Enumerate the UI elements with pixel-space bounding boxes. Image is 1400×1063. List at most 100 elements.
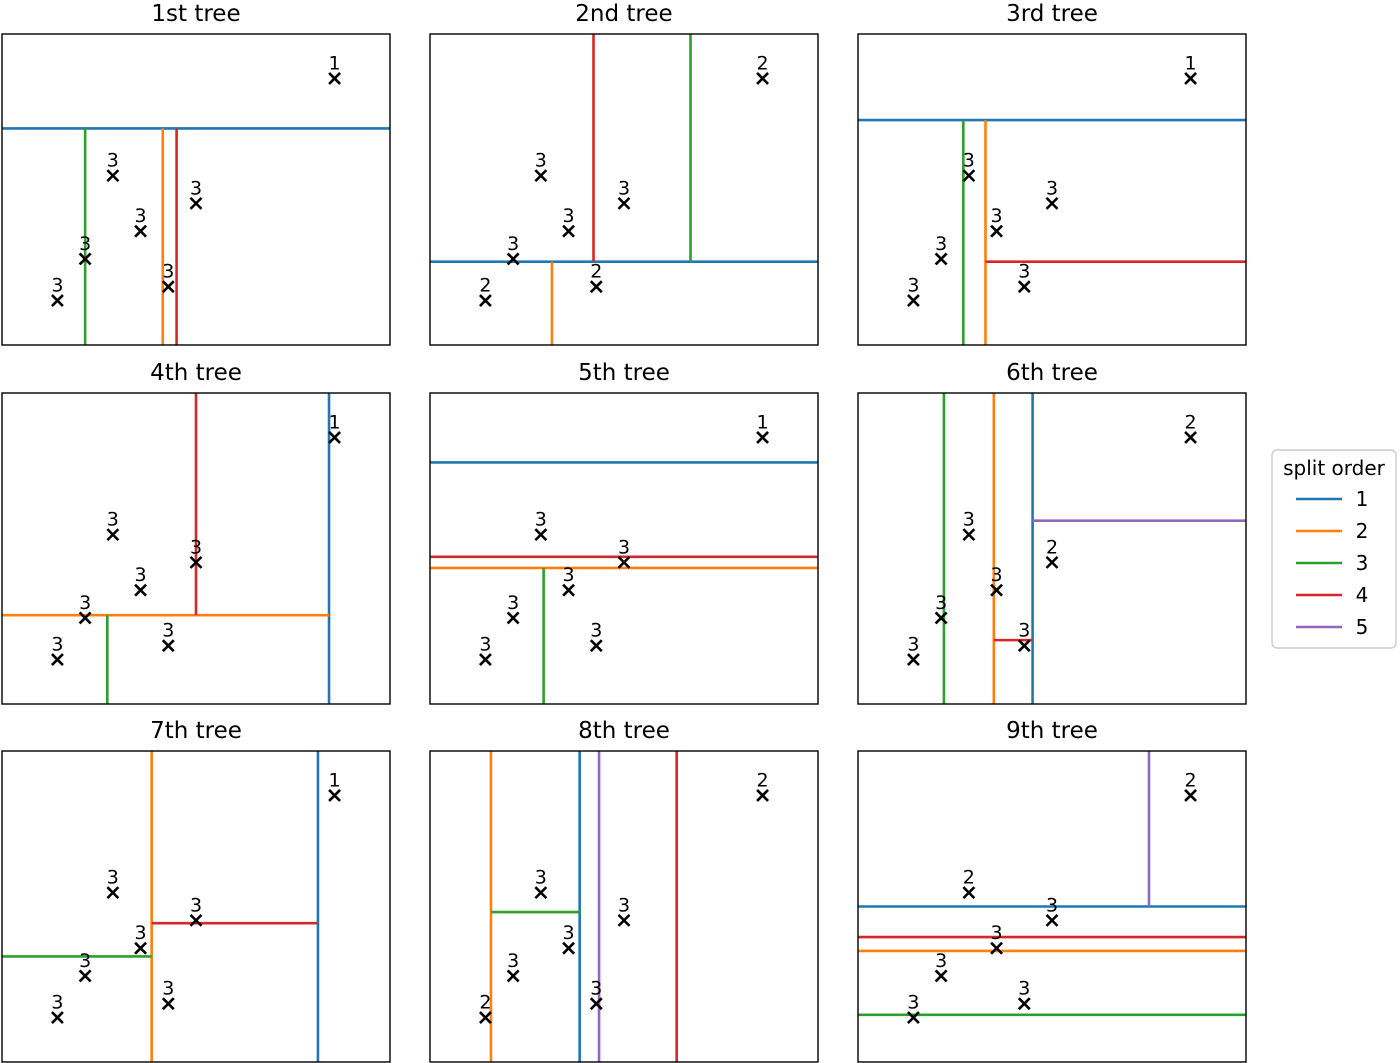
point-marker bbox=[328, 72, 341, 85]
point-marker bbox=[328, 789, 341, 802]
point-label: 1 bbox=[1185, 52, 1197, 74]
point-label: 3 bbox=[535, 150, 547, 172]
panel-frame bbox=[1, 750, 391, 1063]
point-label: 1 bbox=[329, 411, 341, 433]
point-label: 3 bbox=[190, 894, 202, 916]
point-marker bbox=[506, 611, 520, 625]
point-marker bbox=[990, 224, 1003, 238]
point-label: 3 bbox=[79, 950, 91, 972]
point-label: 3 bbox=[935, 233, 947, 255]
point-label: 3 bbox=[991, 564, 1003, 586]
point-marker bbox=[1184, 431, 1197, 444]
point-marker bbox=[506, 252, 520, 266]
point-marker bbox=[51, 653, 64, 666]
legend-label: 4 bbox=[1356, 583, 1369, 607]
point-label: 2 bbox=[1046, 536, 1058, 558]
point-marker bbox=[589, 280, 603, 294]
point-label: 3 bbox=[618, 177, 630, 199]
panel-frame bbox=[1, 33, 391, 346]
point-marker bbox=[51, 294, 64, 307]
point-label: 3 bbox=[590, 620, 602, 642]
point-marker bbox=[617, 555, 631, 569]
point-marker bbox=[756, 431, 769, 444]
point-marker bbox=[990, 941, 1003, 955]
panel-title: 4th tree bbox=[150, 360, 242, 386]
point-marker bbox=[1184, 72, 1197, 85]
legend-label: 2 bbox=[1356, 519, 1369, 543]
point-label: 2 bbox=[757, 52, 769, 74]
point-label: 2 bbox=[479, 992, 491, 1014]
point-label: 3 bbox=[107, 509, 119, 531]
point-label: 3 bbox=[618, 894, 630, 916]
point-marker bbox=[106, 886, 120, 900]
point-marker bbox=[479, 1011, 492, 1024]
point-label: 2 bbox=[590, 261, 602, 283]
panel-title: 1st tree bbox=[151, 1, 240, 27]
point-marker bbox=[962, 528, 976, 542]
point-label: 3 bbox=[907, 634, 919, 656]
point-label: 3 bbox=[1018, 620, 1030, 642]
point-label: 3 bbox=[190, 177, 202, 199]
point-marker bbox=[51, 1011, 64, 1024]
point-marker bbox=[934, 969, 948, 983]
point-marker bbox=[534, 169, 548, 183]
point-marker bbox=[328, 431, 341, 444]
point-marker bbox=[189, 196, 203, 210]
panel-frame bbox=[429, 33, 819, 346]
point-label: 3 bbox=[162, 620, 174, 642]
panel-frame bbox=[1, 392, 391, 705]
point-label: 3 bbox=[907, 992, 919, 1014]
point-marker bbox=[756, 72, 769, 85]
point-marker bbox=[106, 528, 120, 542]
point-marker bbox=[962, 886, 976, 900]
point-label: 3 bbox=[79, 592, 91, 614]
point-label: 3 bbox=[907, 275, 919, 297]
point-marker bbox=[1045, 555, 1059, 569]
point-label: 3 bbox=[935, 950, 947, 972]
point-label: 3 bbox=[507, 592, 519, 614]
point-marker bbox=[161, 639, 175, 653]
point-label: 3 bbox=[479, 634, 491, 656]
point-label: 3 bbox=[162, 978, 174, 1000]
panel-title: 6th tree bbox=[1006, 360, 1098, 386]
point-label: 3 bbox=[1018, 261, 1030, 283]
point-marker bbox=[589, 639, 603, 653]
panel-frame bbox=[857, 392, 1247, 705]
point-marker bbox=[78, 252, 92, 266]
point-marker bbox=[617, 913, 631, 927]
panel-title: 7th tree bbox=[150, 718, 242, 744]
point-label: 3 bbox=[1046, 894, 1058, 916]
point-marker bbox=[479, 294, 492, 307]
point-marker bbox=[78, 969, 92, 983]
point-label: 3 bbox=[135, 922, 147, 944]
point-marker bbox=[534, 886, 548, 900]
panel-frame bbox=[857, 750, 1247, 1063]
point-label: 3 bbox=[991, 205, 1003, 227]
point-marker bbox=[189, 913, 203, 927]
point-label: 1 bbox=[329, 52, 341, 74]
point-label: 3 bbox=[1018, 978, 1030, 1000]
point-marker bbox=[479, 653, 492, 666]
point-label: 3 bbox=[535, 509, 547, 531]
panel-frame bbox=[429, 392, 819, 705]
point-marker bbox=[756, 789, 769, 802]
point-marker bbox=[562, 224, 575, 238]
panel-title: 9th tree bbox=[1006, 718, 1098, 744]
point-label: 3 bbox=[107, 150, 119, 172]
point-marker bbox=[962, 169, 976, 183]
point-label: 3 bbox=[51, 634, 63, 656]
point-label: 3 bbox=[135, 205, 147, 227]
panel-frame bbox=[857, 33, 1247, 346]
point-marker bbox=[161, 280, 175, 294]
legend-label: 3 bbox=[1356, 551, 1369, 575]
point-label: 3 bbox=[507, 950, 519, 972]
point-label: 2 bbox=[757, 769, 769, 791]
